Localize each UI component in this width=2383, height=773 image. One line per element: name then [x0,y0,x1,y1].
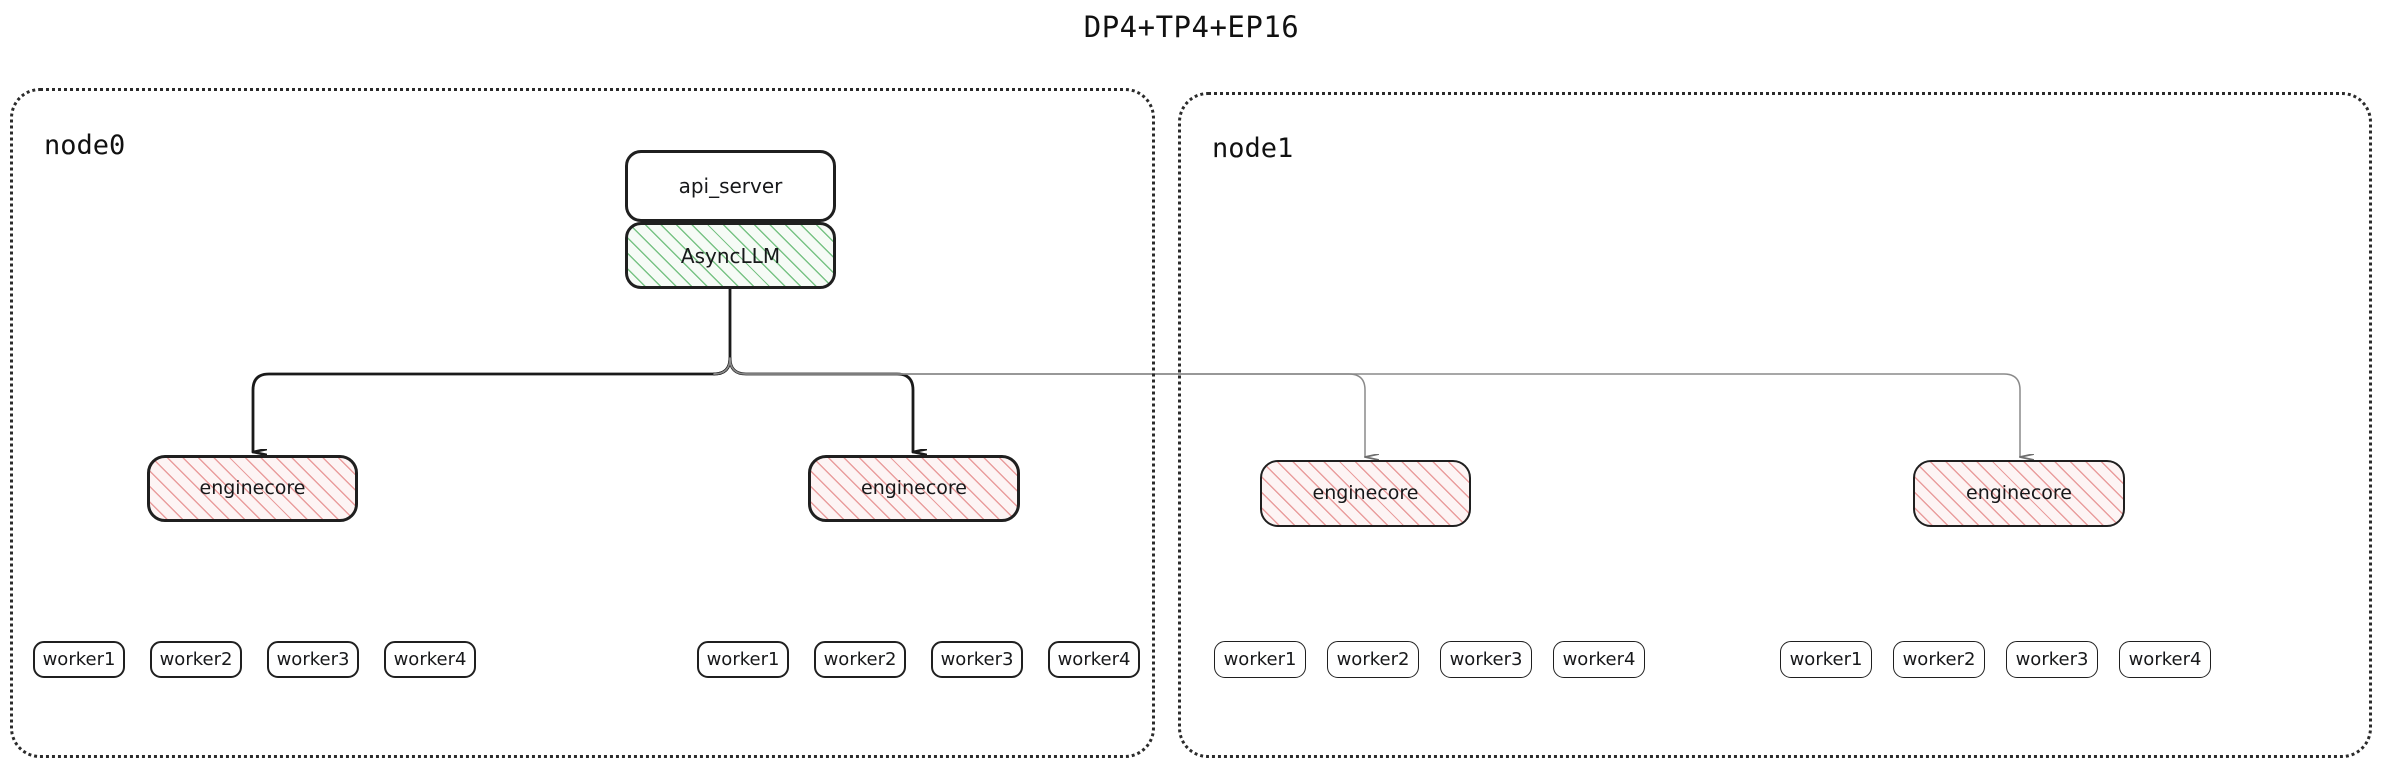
node-container-node1 [1178,92,2372,758]
enginecore-label: enginecore [199,477,306,499]
worker-label: worker1 [42,648,116,670]
worker-label: worker2 [823,648,897,670]
node-container-node0 [10,88,1155,758]
worker-box[interactable]: worker1 [1214,641,1306,678]
node-label-node0: node0 [44,130,126,161]
worker-box[interactable]: worker1 [33,641,125,678]
worker-label: worker4 [393,648,467,670]
worker-label: worker1 [1789,648,1863,670]
worker-box[interactable]: worker1 [697,641,789,678]
worker-box[interactable]: worker2 [1893,641,1985,678]
async-llm-box[interactable]: AsyncLLM [625,222,836,289]
api-server-label: api_server [678,174,783,198]
worker-label: worker4 [2128,648,2202,670]
worker-label: worker2 [1902,648,1976,670]
api-server-box[interactable]: api_server [625,150,836,222]
worker-label: worker1 [1223,648,1297,670]
worker-label: worker4 [1562,648,1636,670]
worker-box[interactable]: worker3 [267,641,359,678]
async-llm-label: AsyncLLM [680,243,781,268]
worker-box[interactable]: worker3 [931,641,1023,678]
worker-box[interactable]: worker2 [1327,641,1419,678]
worker-label: worker3 [940,648,1014,670]
enginecore-label: enginecore [1966,482,2072,504]
worker-box[interactable]: worker4 [2119,641,2211,678]
enginecore-box[interactable]: enginecore [147,455,358,522]
enginecore-label: enginecore [861,477,967,499]
worker-box[interactable]: worker3 [1440,641,1532,678]
enginecore-label: enginecore [1312,482,1419,504]
worker-label: worker3 [276,648,350,670]
worker-label: worker3 [2015,648,2089,670]
worker-box[interactable]: worker3 [2006,641,2098,678]
worker-label: worker4 [1057,648,1131,670]
enginecore-box[interactable]: enginecore [808,455,1020,522]
worker-box[interactable]: worker1 [1780,641,1872,678]
worker-box[interactable]: worker4 [1553,641,1645,678]
node-label-node1: node1 [1212,133,1294,164]
enginecore-box[interactable]: enginecore [1260,460,1471,527]
worker-box[interactable]: worker2 [150,641,242,678]
worker-label: worker2 [159,648,233,670]
worker-label: worker1 [706,648,780,670]
page-title: DP4+TP4+EP16 [1083,10,1300,44]
enginecore-box[interactable]: enginecore [1913,460,2125,527]
worker-label: worker2 [1336,648,1410,670]
worker-box[interactable]: worker4 [1048,641,1140,678]
worker-label: worker3 [1449,648,1523,670]
worker-box[interactable]: worker2 [814,641,906,678]
worker-box[interactable]: worker4 [384,641,476,678]
